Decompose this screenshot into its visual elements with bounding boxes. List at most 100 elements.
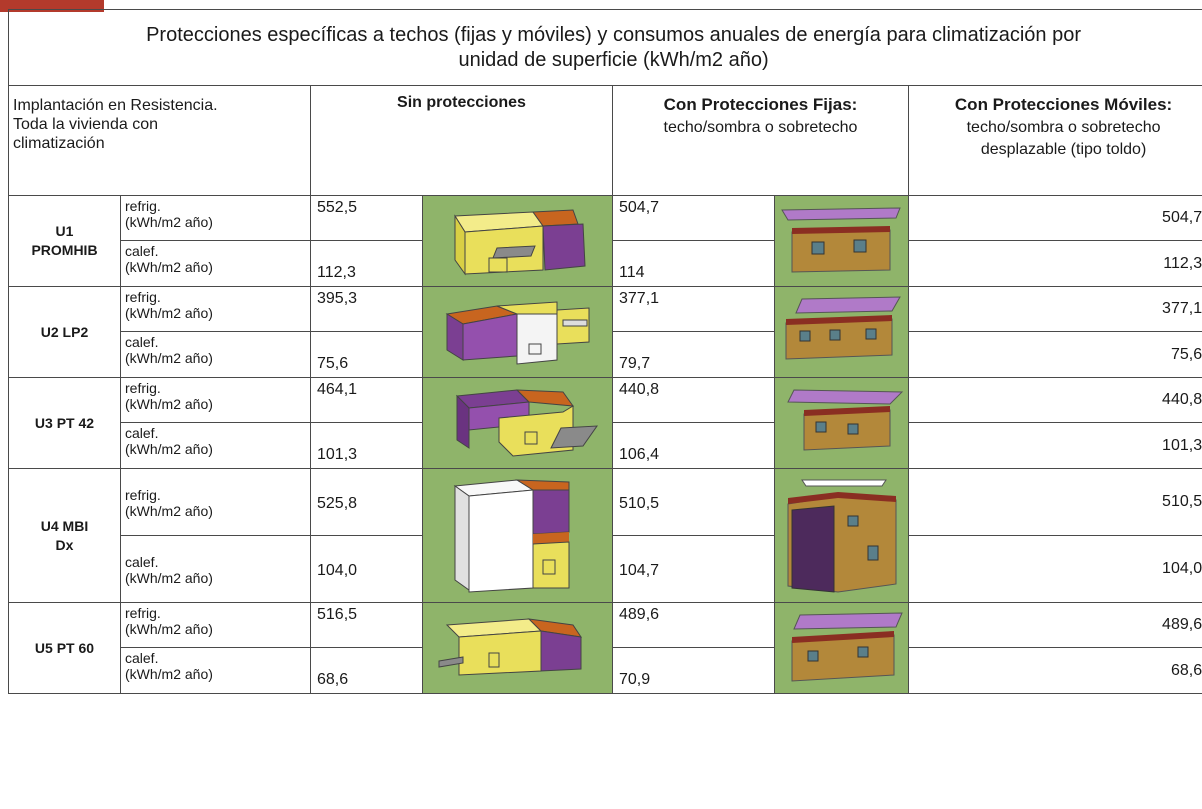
fij-calef-value: 114 xyxy=(613,241,775,287)
unit-name-line-1: U3 PT 42 xyxy=(35,415,94,431)
header-fijas-title: Con Protecciones Fijas: xyxy=(664,95,858,114)
refrig-label-line-2: (kWh/m2 año) xyxy=(125,305,213,321)
unit-name-line-1: U4 MBI xyxy=(41,518,88,534)
calef-label-line-1: calef. xyxy=(125,425,158,441)
fij-refrig-value: 440,8 xyxy=(613,378,775,423)
unit-name-line-1: U2 LP2 xyxy=(41,324,88,340)
house-render-u5-sin xyxy=(433,609,603,687)
fij-refrig-value: 377,1 xyxy=(613,287,775,332)
calef-label: calef.(kWh/m2 año) xyxy=(121,536,311,603)
unit-name: U2 LP2 xyxy=(9,287,121,378)
refrig-label-line-1: refrig. xyxy=(125,380,161,396)
refrig-label-line-2: (kWh/m2 año) xyxy=(125,621,213,637)
calef-label-line-2: (kWh/m2 año) xyxy=(125,350,213,366)
sin-refrig-value: 395,3 xyxy=(311,287,423,332)
header-impl-line-2: Toda la vivienda con xyxy=(13,116,158,133)
house-render-u2-sin xyxy=(433,294,603,370)
calef-label: calef.(kWh/m2 año) xyxy=(121,332,311,378)
refrig-label: refrig.(kWh/m2 año) xyxy=(121,603,311,648)
header-moviles-title: Con Protecciones Móviles: xyxy=(955,95,1172,114)
house-model-fijas-image xyxy=(775,287,909,378)
refrig-label: refrig.(kWh/m2 año) xyxy=(121,287,311,332)
house-model-sin-image xyxy=(423,378,613,469)
table-title-line-2: unidad de superficie (kWh/m2 año) xyxy=(458,49,768,71)
sin-refrig-value: 464,1 xyxy=(311,378,423,423)
sin-calef-value: 75,6 xyxy=(311,332,423,378)
sin-refrig-value: 552,5 xyxy=(311,196,423,241)
mov-refrig-value: 489,6 xyxy=(909,603,1202,648)
refrig-label-line-1: refrig. xyxy=(125,605,161,621)
mov-calef-value: 68,6 xyxy=(909,648,1202,694)
house-model-fijas-image xyxy=(775,603,909,694)
header-moviles-subtitle-1: techo/sombra o sobretecho xyxy=(967,119,1161,136)
refrig-label-line-1: refrig. xyxy=(125,487,161,503)
table-title-line-1: Protecciones específicas a techos (fijas… xyxy=(146,24,1081,46)
mov-refrig-value: 377,1 xyxy=(909,287,1202,332)
refrig-label-line-2: (kWh/m2 año) xyxy=(125,214,213,230)
house-model-fijas-image xyxy=(775,469,909,603)
header-protecciones-fijas: Con Protecciones Fijas: techo/sombra o s… xyxy=(613,86,909,196)
fij-calef-value: 79,7 xyxy=(613,332,775,378)
house-model-sin-image xyxy=(423,287,613,378)
sin-refrig-value: 516,5 xyxy=(311,603,423,648)
calef-label-line-1: calef. xyxy=(125,243,158,259)
refrig-label-line-2: (kWh/m2 año) xyxy=(125,396,213,412)
calef-label-line-1: calef. xyxy=(125,650,158,666)
house-model-fijas-image xyxy=(775,378,909,469)
refrig-label-line-1: refrig. xyxy=(125,198,161,214)
house-model-fijas-image xyxy=(775,196,909,287)
mov-refrig-value: 504,7 xyxy=(909,196,1202,241)
fij-refrig-value: 489,6 xyxy=(613,603,775,648)
fij-calef-value: 70,9 xyxy=(613,648,775,694)
header-impl-line-3: climatización xyxy=(13,135,105,152)
sin-calef-value: 68,6 xyxy=(311,648,423,694)
energy-table-frame: Protecciones específicas a techos (fijas… xyxy=(8,9,1202,809)
mov-refrig-value: 510,5 xyxy=(909,469,1202,536)
house-render-u1-sin xyxy=(433,204,603,278)
mov-calef-value: 101,3 xyxy=(909,423,1202,469)
mov-calef-value: 104,0 xyxy=(909,536,1202,603)
calef-label-line-1: calef. xyxy=(125,554,158,570)
header-implantacion: Implantación en Resistencia. Toda la viv… xyxy=(9,86,311,196)
house-render-u4-sin xyxy=(433,476,603,596)
calef-label-line-2: (kWh/m2 año) xyxy=(125,441,213,457)
sin-calef-value: 101,3 xyxy=(311,423,423,469)
unit-name: U5 PT 60 xyxy=(9,603,121,694)
house-render-u5-fijas xyxy=(778,609,906,687)
mov-calef-value: 75,6 xyxy=(909,332,1202,378)
sin-refrig-value: 525,8 xyxy=(311,469,423,536)
header-sin-protecciones: Sin protecciones xyxy=(311,86,613,196)
unit-name: U3 PT 42 xyxy=(9,378,121,469)
unit-name: U1 PROMHIB xyxy=(9,196,121,287)
calef-label-line-1: calef. xyxy=(125,334,158,350)
house-render-u4-fijas xyxy=(778,476,906,596)
header-moviles-subtitle-2: desplazable (tipo toldo) xyxy=(981,141,1146,158)
fij-calef-value: 106,4 xyxy=(613,423,775,469)
fij-refrig-value: 504,7 xyxy=(613,196,775,241)
mov-calef-value: 112,3 xyxy=(909,241,1202,287)
house-render-u3-fijas xyxy=(778,384,906,462)
unit-name-line-1: U1 xyxy=(56,223,74,239)
house-render-u1-fijas xyxy=(778,202,906,280)
sin-calef-value: 112,3 xyxy=(311,241,423,287)
house-render-u2-fijas xyxy=(778,293,906,371)
calef-label: calef.(kWh/m2 año) xyxy=(121,423,311,469)
unit-name-line-2: PROMHIB xyxy=(31,242,97,258)
refrig-label-line-1: refrig. xyxy=(125,289,161,305)
house-model-sin-image xyxy=(423,196,613,287)
unit-name: U4 MBI Dx xyxy=(9,469,121,603)
sin-calef-value: 104,0 xyxy=(311,536,423,603)
mov-refrig-value: 440,8 xyxy=(909,378,1202,423)
header-protecciones-moviles: Con Protecciones Móviles: techo/sombra o… xyxy=(909,86,1202,196)
calef-label-line-2: (kWh/m2 año) xyxy=(125,570,213,586)
refrig-label: refrig.(kWh/m2 año) xyxy=(121,378,311,423)
house-model-sin-image xyxy=(423,603,613,694)
fij-calef-value: 104,7 xyxy=(613,536,775,603)
calef-label: calef.(kWh/m2 año) xyxy=(121,241,311,287)
refrig-label: refrig.(kWh/m2 año) xyxy=(121,469,311,536)
calef-label-line-2: (kWh/m2 año) xyxy=(125,666,213,682)
fij-refrig-value: 510,5 xyxy=(613,469,775,536)
house-model-sin-image xyxy=(423,469,613,603)
header-impl-line-1: Implantación en Resistencia. xyxy=(13,97,218,114)
calef-label: calef.(kWh/m2 año) xyxy=(121,648,311,694)
